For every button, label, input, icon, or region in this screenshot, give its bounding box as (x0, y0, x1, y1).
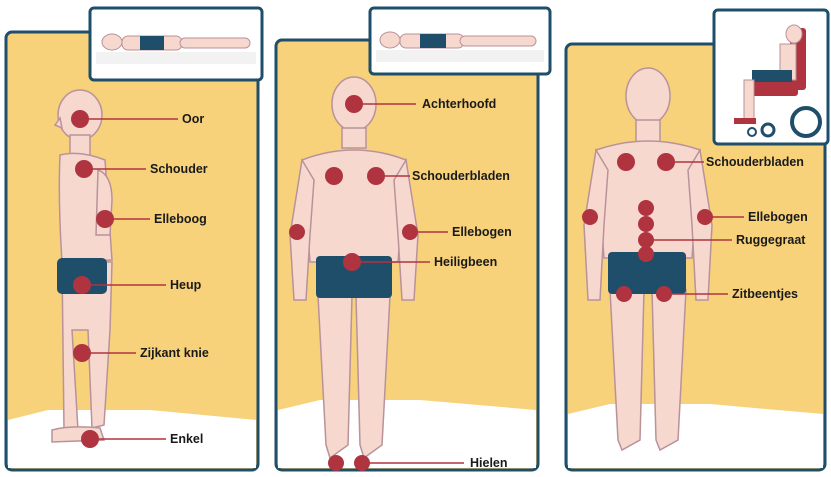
panel-back-view: Achterhoofd Schouderbladen Ellebogen Hei… (276, 8, 550, 471)
floor (568, 404, 823, 468)
label-heup: Heup (170, 278, 202, 292)
label-schouderbladen: Schouderbladen (706, 155, 804, 169)
label-zijkant-knie: Zijkant knie (140, 346, 209, 360)
marker-hiel-rechts (354, 455, 370, 471)
marker-schouderblad-links (617, 153, 635, 171)
marker-heiligbeen (343, 253, 361, 271)
marker-schouderblad-rechts (367, 167, 385, 185)
label-hielen: Hielen (470, 456, 508, 470)
label-schouderbladen: Schouderbladen (412, 169, 510, 183)
label-ellebogen: Ellebogen (452, 225, 512, 239)
marker-hiel-links (328, 455, 344, 471)
label-elleboog: Elleboog (154, 212, 207, 226)
marker-wervel (638, 200, 654, 216)
wheelchair-icon (714, 10, 828, 144)
label-enkel: Enkel (170, 432, 203, 446)
marker-zitbeen-links (616, 286, 632, 302)
lying-on-back-icon (90, 8, 262, 80)
label-oor: Oor (182, 112, 204, 126)
marker-zijkant-knie (73, 344, 91, 362)
marker-achterhoofd (345, 95, 363, 113)
marker-elleboog-links (289, 224, 305, 240)
label-ellebogen: Ellebogen (748, 210, 808, 224)
marker-enkel (81, 430, 99, 448)
marker-wervel (638, 246, 654, 262)
marker-schouderblad-links (325, 167, 343, 185)
panel-background (6, 32, 258, 470)
label-schouder: Schouder (150, 162, 208, 176)
marker-elleboog (96, 210, 114, 228)
marker-schouderblad-rechts (657, 153, 675, 171)
marker-oor (71, 110, 89, 128)
marker-elleboog-rechts (697, 209, 713, 225)
marker-schouder (75, 160, 93, 178)
marker-elleboog-rechts (402, 224, 418, 240)
panel-seated-view: Schouderbladen Ellebogen Ruggegraat Zitb… (566, 10, 828, 470)
marker-heup (73, 276, 91, 294)
panel-side-view: Oor Schouder Elleboog Heup Zijkant knie … (6, 8, 262, 470)
marker-wervel (638, 216, 654, 232)
lying-on-stomach-icon (370, 8, 550, 74)
label-heiligbeen: Heiligbeen (434, 255, 497, 269)
label-ruggegraat: Ruggegraat (736, 233, 806, 247)
label-zitbeentjes: Zitbeentjes (732, 287, 798, 301)
label-achterhoofd: Achterhoofd (422, 97, 496, 111)
marker-wervel (638, 232, 654, 248)
marker-zitbeen-rechts (656, 286, 672, 302)
marker-elleboog-links (582, 209, 598, 225)
